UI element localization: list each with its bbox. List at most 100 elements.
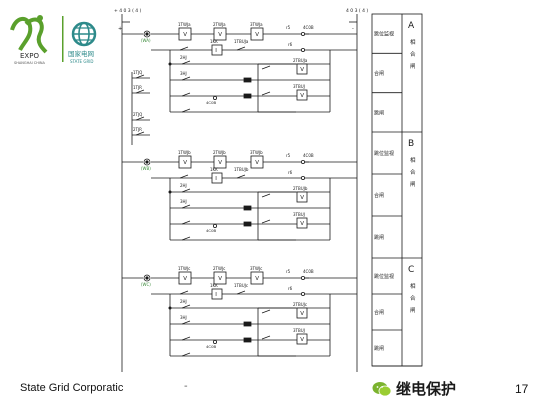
left-contact-label: 2TJQ [133,112,142,117]
monitor-relay-label: 2TWJa [213,22,226,27]
close-contact [179,174,189,179]
phase-letter: A [408,21,415,31]
svg-text:国家电网: 国家电网 [68,49,94,58]
inner-contact [261,309,271,314]
terminal-label: 4C0B [206,228,216,233]
relay-letter: V [300,311,304,317]
inner-contact [261,65,271,70]
resistor-label: r6 [288,170,293,175]
mid-contact-label: 1TBUJa [234,39,249,44]
monitor-relay-box [213,155,227,169]
svg-text:SHANGHAI CHINA: SHANGHAI CHINA [14,61,45,65]
left-contact [135,74,145,79]
trip-relay-box [296,191,308,203]
monitor-relay-box [178,155,192,169]
phase-node-label: (WC) [141,282,151,287]
phase-side-char: 闸 [410,180,416,188]
resistor-label: r6 [288,286,293,291]
expo-logo-icon: EXPO SHANGHAI CHINA 国家电网 STATE GRID [10,15,97,65]
monitor-relay-box [178,27,192,41]
trip-relay-box [296,89,308,101]
relay-letter: V [218,160,222,166]
phase-node-label: (WB) [141,166,151,171]
table-item-label: 合闸 [374,192,384,199]
ladder-contact [181,92,191,97]
trip-relay-label: 2TBUJc [293,302,307,307]
table-item-label: 跳闸 [374,234,384,241]
header-logos: EXPO SHANGHAI CHINA 国家电网 STATE GRID [6,10,126,65]
close-relay-box [211,44,223,56]
monitor-relay-label: 3TWJa [250,22,263,27]
trip-relay-label: 2TBUJa [293,58,308,63]
ladder-contact [181,204,191,209]
close-contact [236,174,246,179]
terminal-label: 4C0B [303,153,314,158]
left-contact-label: 2TJR [133,127,142,132]
phase-node-center [145,32,149,36]
page-number: 17 [515,382,529,396]
monitor-relay-box [213,27,227,41]
phase-side-char: 合 [410,294,416,302]
relay-letter: V [255,160,259,166]
ctrl-label: 1KK [210,39,218,44]
table-item-label: 跳位监视 [374,31,394,38]
terminal-label: 4C0B [303,269,314,274]
terminal-label: 4C0B [206,344,216,349]
monitor-relay-box [250,271,264,285]
phase-side-char: 合 [410,50,416,58]
resistor-label: r6 [288,42,293,47]
phase-letter: B [408,139,414,149]
relay-letter: V [183,276,187,282]
ladder-contact [181,60,191,65]
trip-relay-label: 2TBUJb [293,186,308,191]
inner-contact [261,219,271,224]
trip-relay-label: 3TBUJ [293,328,305,333]
monitor-relay-label: 2TWJb [213,150,226,155]
junction-dot [246,338,250,342]
junction-dot [246,94,250,98]
relay-letter: V [300,221,304,227]
left-contact-label: 1TJR [133,85,142,90]
bus-sign-left: + [118,26,122,32]
monitor-relay-box [178,271,192,285]
close-contact [179,290,189,295]
close-contact [179,46,189,51]
inner-contact [261,193,271,198]
trip-relay-box [296,63,308,75]
ladder-contact [181,236,191,241]
ladder-label: 2HJ [180,299,187,304]
relay-letter: V [218,32,222,38]
trip-relay-label: 3TBUJ [293,212,305,217]
phase-letter: C [408,265,414,275]
ctrl-label: 1KK [210,283,218,288]
terminal [300,275,305,280]
phase-side-char: 相 [410,282,416,290]
close-relay-box [211,172,223,184]
relay-letter: I [215,48,217,54]
ladder-label: 2HJ [180,183,187,188]
left-contact [135,116,145,121]
ladder-contact [181,320,191,325]
relay-letter: V [183,160,187,166]
table-item-label: 跳闸 [374,345,384,352]
wechat-icon [372,381,392,396]
resistor-label: r5 [286,153,291,158]
phase-node-center [145,276,149,280]
phase-node-center [145,160,149,164]
terminal-label: 4C0B [303,25,314,30]
table-item-label: 跳闸 [374,109,384,116]
resistor-label: r5 [286,269,291,274]
monitor-relay-label: 1TWJb [178,150,191,155]
phase-side-char: 闸 [410,62,416,70]
ladder-contact [181,304,191,309]
phase-node-label: (WA) [141,38,151,43]
ladder-label: 2HJ [180,55,187,60]
terminal [300,159,305,164]
wechat-watermark: 继电保护 [372,378,456,399]
footer-dash: - [184,381,188,392]
ladder-label: 3HJ [180,71,187,76]
terminal [300,175,305,180]
trip-relay-box [296,307,308,319]
